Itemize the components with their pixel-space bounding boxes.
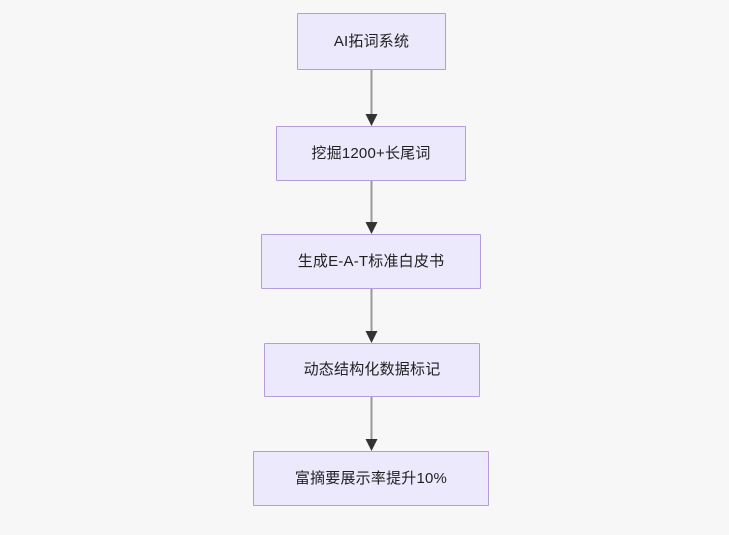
flow-node-dynamic-structured-data-markup[interactable]: 动态结构化数据标记 bbox=[264, 343, 480, 397]
edge-n4-n5 bbox=[365, 397, 378, 451]
flow-node-mine-longtail-keywords[interactable]: 挖掘1200+长尾词 bbox=[276, 126, 466, 181]
edge-n1-n2 bbox=[365, 70, 378, 126]
flow-node-label: AI拓词系统 bbox=[333, 32, 410, 50]
flow-node-generate-eat-whitepaper[interactable]: 生成E-A-T标准白皮书 bbox=[261, 234, 481, 289]
flow-node-label: 动态结构化数据标记 bbox=[303, 361, 441, 378]
flow-node-label: 挖掘1200+长尾词 bbox=[311, 144, 431, 162]
edge-n2-n3 bbox=[365, 181, 378, 234]
flow-node-ai-keyword-system[interactable]: AI拓词系统 bbox=[297, 13, 446, 70]
flow-node-label: 富摘要展示率提升10% bbox=[294, 469, 448, 487]
flow-node-label: 生成E-A-T标准白皮书 bbox=[297, 252, 445, 270]
flow-node-rich-snippet-impression-lift[interactable]: 富摘要展示率提升10% bbox=[253, 451, 489, 506]
edge-n3-n4 bbox=[365, 289, 378, 343]
